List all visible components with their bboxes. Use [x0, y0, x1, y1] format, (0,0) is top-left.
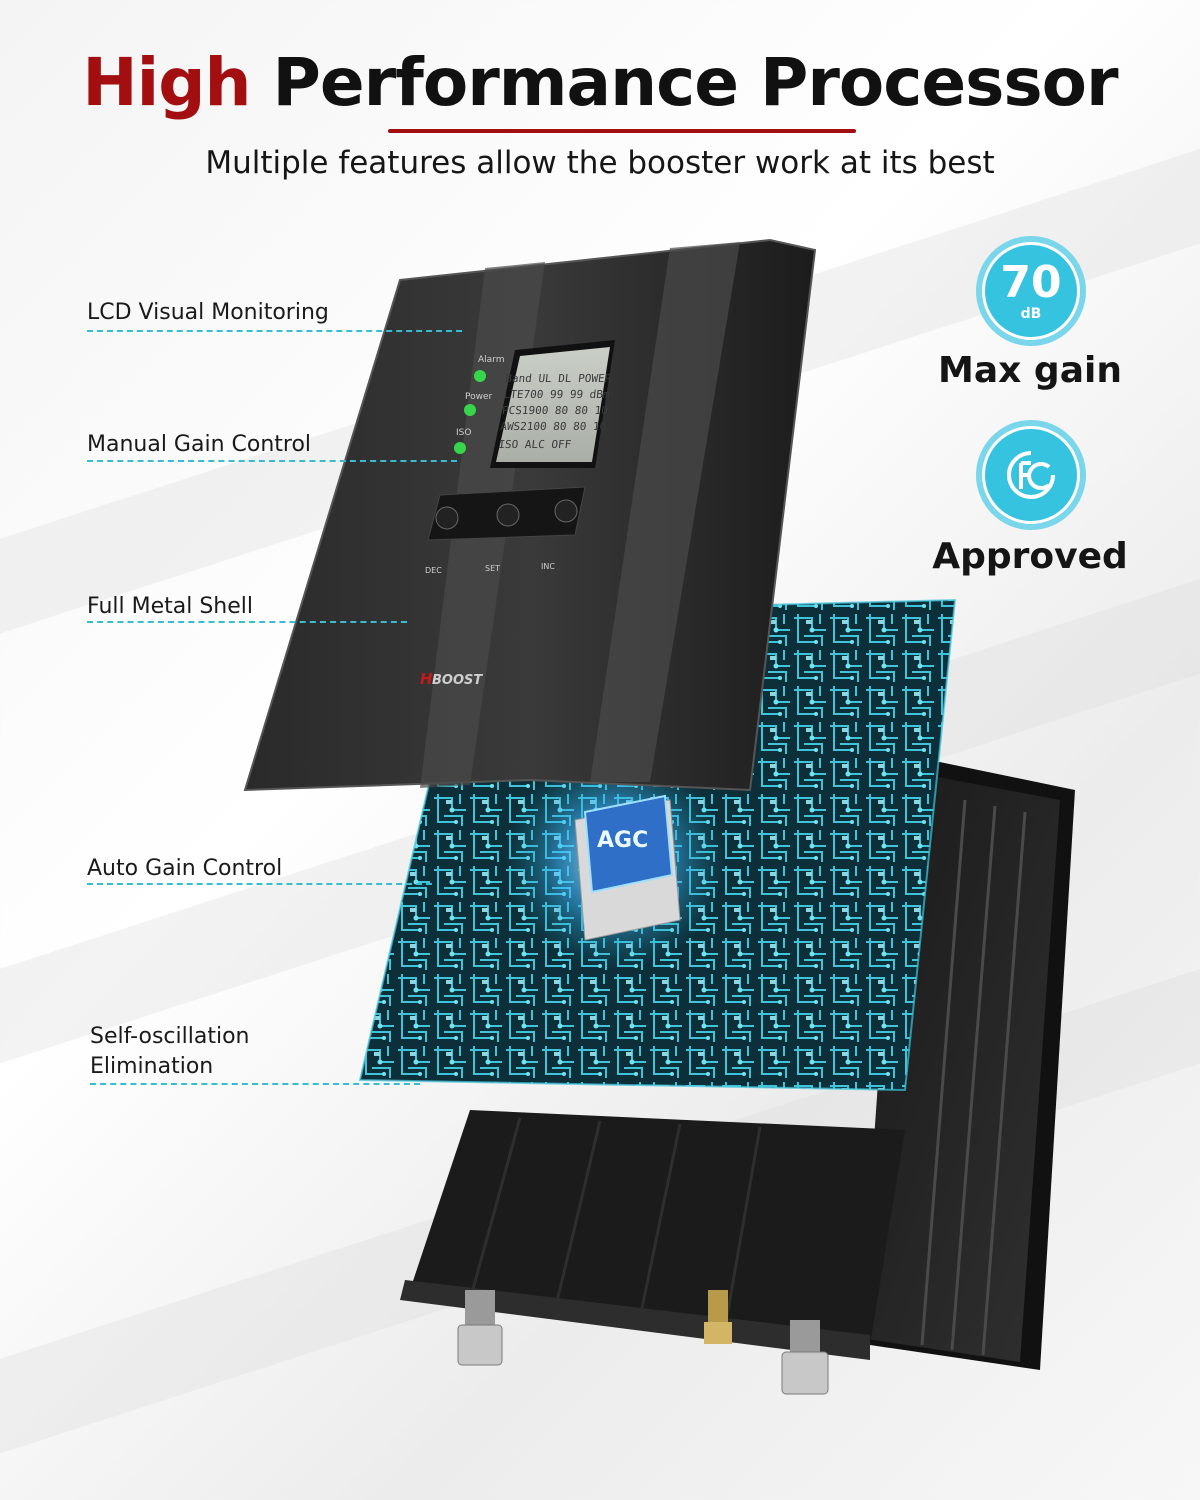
callout-lcd-monitoring: LCD Visual Monitoring — [87, 300, 329, 325]
gain-badge: 70 dB — [976, 236, 1086, 346]
lcd-line: Band UL DL POWER — [505, 372, 613, 385]
button-label: DEC — [425, 566, 442, 575]
page-title: High Performance Processor — [0, 44, 1200, 121]
chip-label: AGC — [597, 828, 648, 853]
inc-button[interactable] — [554, 499, 578, 523]
button-label: SET — [485, 564, 500, 573]
brand-logo: BOOST — [432, 673, 483, 688]
front-cover: Band UL DL POWER LTE700 99 99 dBm PCS190… — [243, 238, 817, 792]
led-label: ISO — [456, 428, 471, 438]
fcc-icon — [1007, 451, 1055, 499]
callout-manual-gain: Manual Gain Control — [87, 432, 312, 457]
callout-metal-shell: Full Metal Shell — [87, 594, 254, 619]
subtitle: Multiple features allow the booster work… — [205, 145, 995, 181]
title-underline — [388, 129, 856, 133]
set-button[interactable] — [496, 503, 520, 527]
callout-leader — [90, 1083, 420, 1085]
callout-leader — [87, 883, 432, 885]
lcd-line: AWS2100 80 80 10 — [500, 420, 607, 433]
power-led — [464, 404, 476, 416]
sma-connector — [704, 1290, 732, 1344]
n-connector-left — [457, 1290, 503, 1366]
callout-leader — [87, 621, 407, 623]
callout-leader — [87, 460, 457, 462]
brand-prefix: H — [420, 670, 433, 688]
lcd-line: PCS1900 80 80 10 — [501, 404, 608, 417]
lcd-line: ISO ALC OFF — [498, 438, 572, 451]
callout-leader — [87, 330, 462, 332]
agc-chip: AGC — [574, 794, 681, 941]
lcd-screen: Band UL DL POWER LTE700 99 99 dBm PCS190… — [498, 372, 612, 451]
lcd-line: LTE700 99 99 dBm — [503, 388, 611, 401]
callout-auto-gain: Auto Gain Control — [87, 856, 283, 881]
gain-value: 70 — [1000, 257, 1062, 308]
led-label: Power — [465, 392, 493, 402]
gain-caption: Max gain — [938, 350, 1122, 391]
title-rest: Performance Processor — [272, 44, 1119, 121]
iso-led — [454, 442, 466, 454]
callout-self-oscillation: Self-oscillation Elimination — [90, 1024, 250, 1079]
fcc-caption: Approved — [932, 536, 1128, 577]
n-connector-right — [781, 1320, 829, 1395]
gain-unit: dB — [1020, 306, 1042, 322]
led-label: Alarm — [478, 355, 504, 365]
fcc-badge — [976, 420, 1086, 530]
dec-button[interactable] — [435, 506, 459, 530]
button-label: INC — [541, 562, 555, 571]
alarm-led — [474, 370, 486, 382]
title-highlight: High — [82, 44, 251, 121]
